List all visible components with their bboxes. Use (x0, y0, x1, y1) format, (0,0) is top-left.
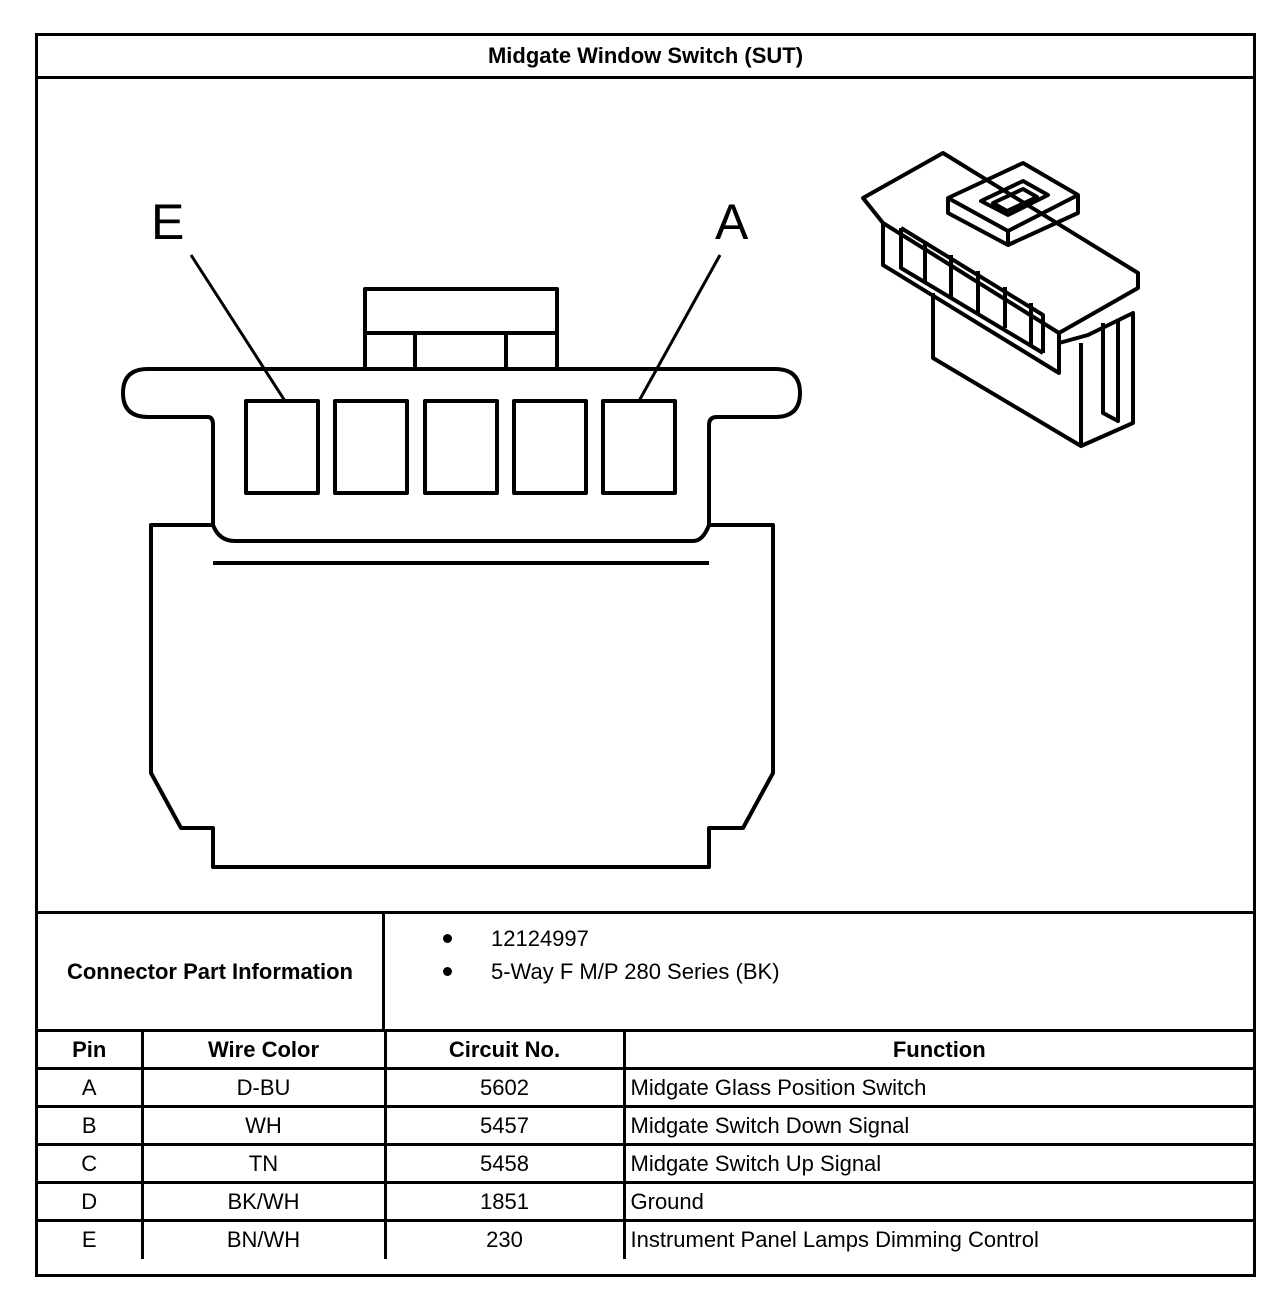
function-cell: Midgate Switch Up Signal (624, 1143, 1253, 1183)
cavity-e (244, 399, 320, 495)
pin-cell: C (38, 1143, 144, 1183)
pin-cavities (244, 399, 677, 495)
circuit-no-cell: 5458 (385, 1143, 626, 1183)
connector-info-list: 12124997 5-Way F M/P 280 Series (BK) (385, 922, 780, 988)
cavity-c (423, 399, 499, 495)
wire-color-cell: BN/WH (142, 1219, 387, 1259)
wire-color-cell: BK/WH (142, 1181, 387, 1221)
page-title: Midgate Window Switch (SUT) (38, 36, 1253, 79)
table-row: D BK/WH 1851 Ground (38, 1181, 1253, 1221)
pin-cell: B (38, 1105, 144, 1145)
connector-isometric-view (861, 151, 1140, 448)
connector-info-item: 5-Way F M/P 280 Series (BK) (385, 955, 780, 988)
cavity-d (333, 399, 409, 495)
connector-description: 5-Way F M/P 280 Series (BK) (491, 959, 780, 984)
wire-color-cell: WH (142, 1105, 387, 1145)
table-row: A D-BU 5602 Midgate Glass Position Switc… (38, 1067, 1253, 1107)
connector-part-info: Connector Part Information 12124997 5-Wa… (38, 911, 1253, 1029)
pin-table-header: Pin Wire Color Circuit No. Function (38, 1029, 1253, 1069)
leader-line-e (189, 254, 287, 402)
connector-diagram-svg: E A (121, 151, 1140, 869)
connector-drawing: E A (38, 79, 1253, 911)
pin-cell: D (38, 1181, 144, 1221)
circuit-no-cell: 230 (385, 1219, 626, 1259)
wire-color-cell: TN (142, 1143, 387, 1183)
function-cell: Ground (624, 1181, 1253, 1221)
connector-face-outline (121, 367, 802, 869)
pin-cell: E (38, 1219, 144, 1259)
table-row: E BN/WH 230 Instrument Panel Lamps Dimmi… (38, 1219, 1253, 1259)
function-cell: Midgate Switch Down Signal (624, 1105, 1253, 1145)
table-row: B WH 5457 Midgate Switch Down Signal (38, 1105, 1253, 1145)
circuit-no-cell: 1851 (385, 1181, 626, 1221)
table-row: C TN 5458 Midgate Switch Up Signal (38, 1143, 1253, 1183)
header-circuit-no: Circuit No. (385, 1029, 626, 1069)
face-lip-line (211, 524, 711, 543)
leader-line-a (637, 254, 722, 402)
cavity-b (512, 399, 588, 495)
connector-info-label: Connector Part Information (38, 914, 385, 1029)
header-pin: Pin (38, 1029, 144, 1069)
pin-label-e: E (151, 194, 184, 250)
circuit-no-cell: 5457 (385, 1105, 626, 1145)
circuit-no-cell: 5602 (385, 1067, 626, 1107)
header-function: Function (624, 1029, 1253, 1069)
connector-sheet: Midgate Window Switch (SUT) (35, 33, 1256, 1277)
bullet-icon (443, 934, 452, 943)
part-number: 12124997 (491, 926, 589, 951)
pin-table: Pin Wire Color Circuit No. Function A D-… (38, 1029, 1253, 1259)
cavity-a (601, 399, 677, 495)
connector-info-item: 12124997 (385, 922, 780, 955)
pin-label-a: A (715, 194, 749, 250)
bullet-icon (443, 967, 452, 976)
pin-cell: A (38, 1067, 144, 1107)
function-cell: Midgate Glass Position Switch (624, 1067, 1253, 1107)
function-cell: Instrument Panel Lamps Dimming Control (624, 1219, 1253, 1259)
wire-color-cell: D-BU (142, 1067, 387, 1107)
connector-latch (363, 287, 559, 371)
header-wire-color: Wire Color (142, 1029, 387, 1069)
